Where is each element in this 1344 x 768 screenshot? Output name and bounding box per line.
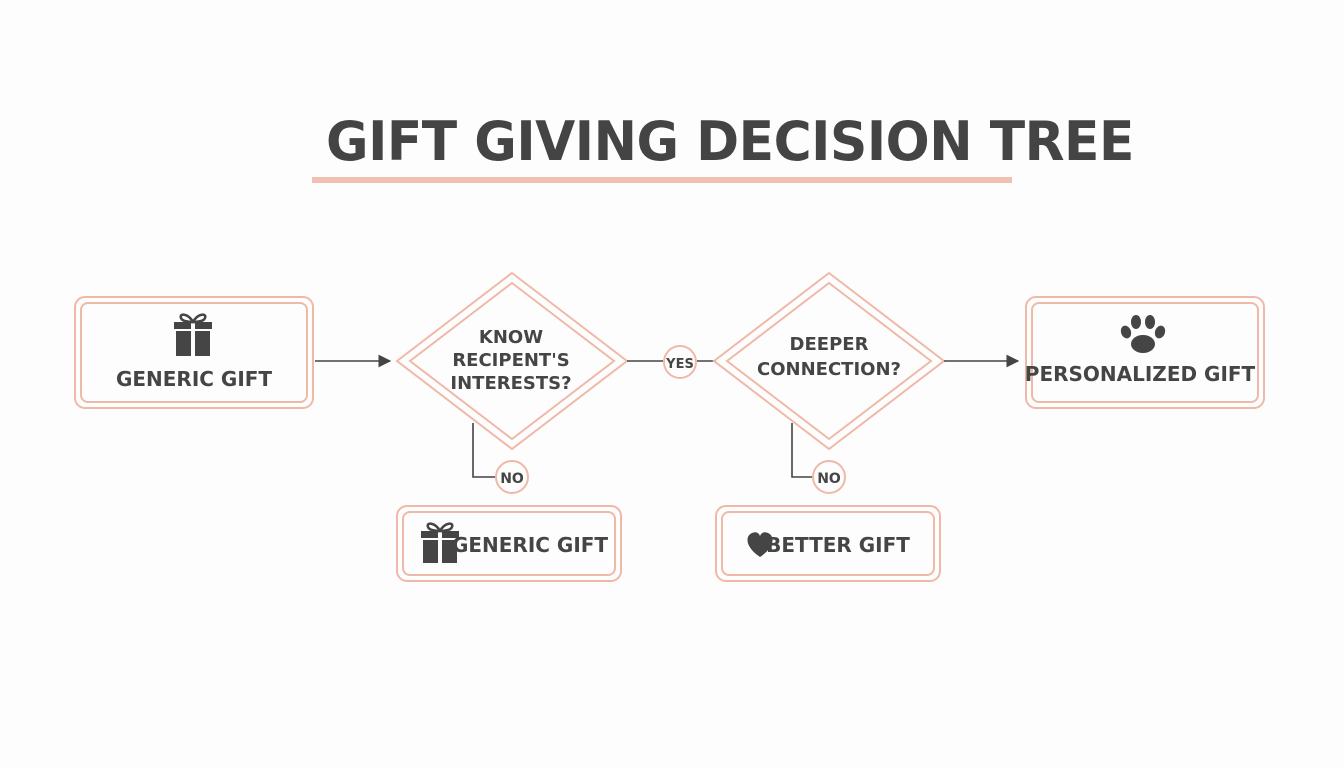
start-node-generic-gift: GENERIC GIFT [74,296,314,409]
no-badge-1: NO [495,460,529,494]
no-badge-2: NO [812,460,846,494]
decision-1-line-1: KNOW [479,327,543,348]
end-node-better-gift: BETTER GIFT [715,505,941,582]
decision-know-interests: KNOW RECIPENT'S INTERESTS? [395,271,629,451]
no-label-2: NO [817,471,841,487]
connector-no-2 [791,423,813,478]
paw-icon [1120,315,1166,353]
decision-2-line-1: DEEPER [790,334,869,355]
gift-icon [421,522,459,563]
decision-deeper-connection: DEEPER CONNECTION? [712,271,946,451]
end-yes-label: PERSONALIZED GIFT [1025,362,1256,386]
connector-no-1 [472,423,496,478]
gift-icon [174,313,212,356]
end-node-personalized-gift: PERSONALIZED GIFT [1025,296,1265,409]
start-node-label: GENERIC GIFT [116,367,272,391]
end-no-2-label: BETTER GIFT [766,533,910,557]
decision-2-line-2: CONNECTION? [757,359,901,380]
heart-icon [747,532,773,557]
no-label-1: NO [500,471,524,487]
decision-1-line-3: INTERESTS? [450,373,571,394]
title-underline [312,177,1012,183]
end-no-1-label: GENERIC GIFT [452,533,608,557]
yes-label: YES [665,357,694,372]
decision-1-line-2: RECIPENT'S [452,350,569,371]
yes-badge: YES [663,345,697,379]
end-node-generic-gift: GENERIC GIFT [396,505,622,582]
